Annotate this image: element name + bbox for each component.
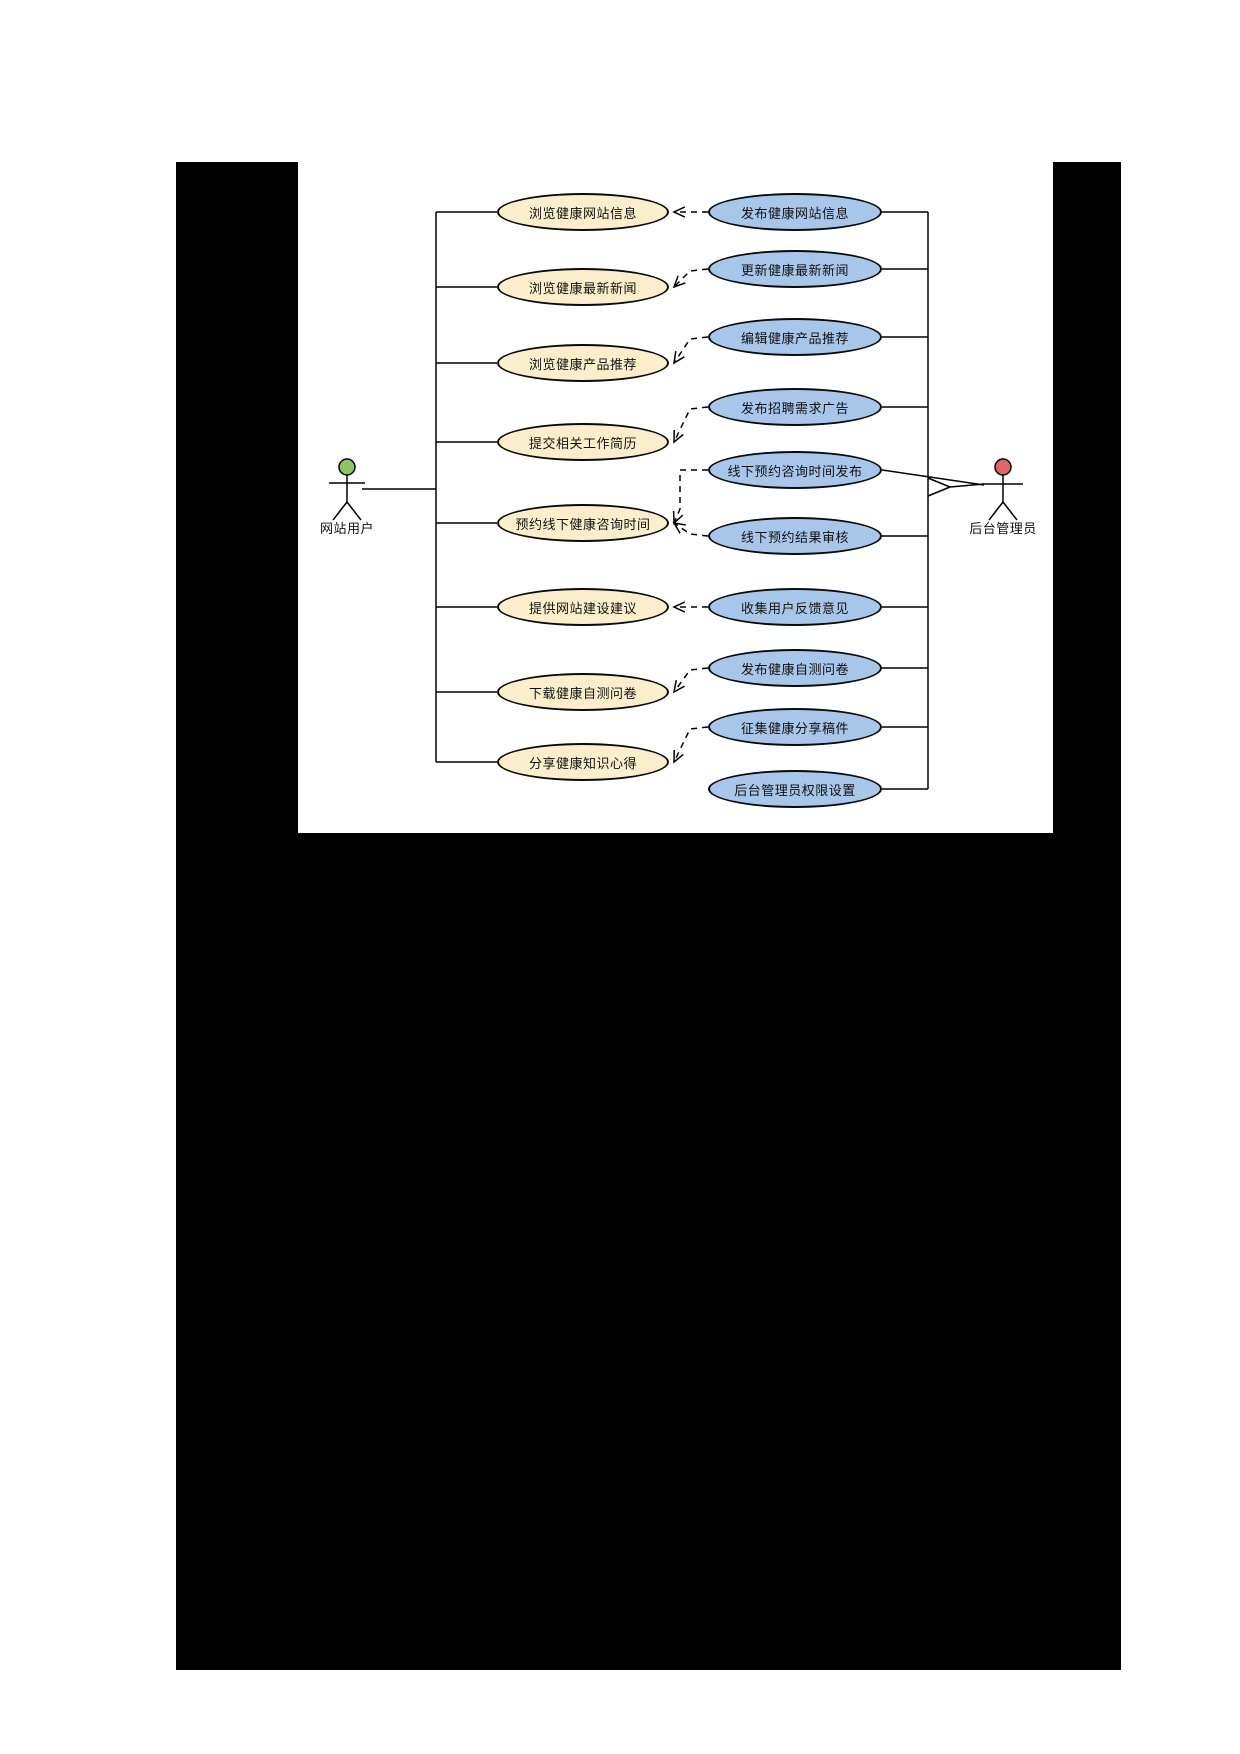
use-case-user-4: 预约线下健康咨询时间 — [497, 504, 669, 542]
use-case-user-2: 浏览健康产品推荐 — [497, 344, 669, 382]
use-case-admin-8: 征集健康分享稿件 — [708, 708, 882, 746]
actor-admin-figure — [983, 458, 1023, 521]
actor-admin-head — [994, 458, 1012, 476]
use-case-user-7: 分享健康知识心得 — [497, 743, 669, 781]
use-case-admin-4: 线下预约咨询时间发布 — [708, 451, 882, 489]
use-case-user-1: 浏览健康最新新闻 — [497, 268, 669, 306]
actor-user-figure — [329, 458, 365, 521]
use-case-admin-1: 更新健康最新新闻 — [708, 250, 882, 288]
use-case-user-6: 下载健康自测问卷 — [497, 673, 669, 711]
actor-admin-label: 后台管理员 — [969, 521, 1037, 536]
use-case-admin-7: 发布健康自测问卷 — [708, 649, 882, 687]
use-case-diagram-canvas: 浏览健康网站信息浏览健康最新新闻浏览健康产品推荐提交相关工作简历预约线下健康咨询… — [298, 162, 1053, 833]
use-case-admin-5: 线下预约结果审核 — [708, 517, 882, 555]
admin-association-lines — [881, 211, 985, 790]
use-case-admin-9: 后台管理员权限设置 — [708, 770, 882, 808]
actor-user-head — [338, 458, 356, 476]
use-case-admin-3: 发布招聘需求广告 — [708, 388, 882, 426]
use-case-admin-0: 发布健康网站信息 — [708, 193, 882, 231]
dependency-arrows — [672, 206, 709, 764]
actor-user-label: 网站用户 — [319, 521, 374, 536]
use-case-user-5: 提供网站建设建议 — [497, 588, 669, 626]
use-case-admin-2: 编辑健康产品推荐 — [708, 318, 882, 356]
connector-lines — [329, 206, 1023, 790]
use-case-user-0: 浏览健康网站信息 — [497, 193, 669, 231]
use-case-user-3: 提交相关工作简历 — [497, 423, 669, 461]
user-association-lines — [362, 211, 497, 763]
use-case-admin-6: 收集用户反馈意见 — [708, 588, 882, 626]
